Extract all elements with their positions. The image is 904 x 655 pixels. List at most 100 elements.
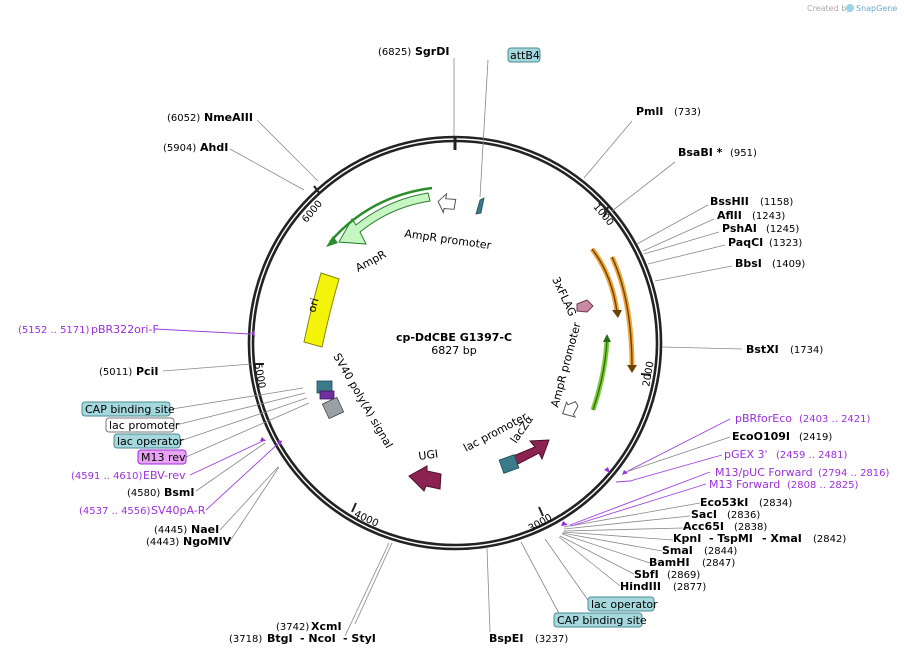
leader-ngomiv [229, 466, 280, 542]
enzyme-pos-xcmi: (3742) [276, 622, 309, 633]
leader-saci [563, 515, 691, 530]
primer-pos-sv40pa-r: (4537 .. 4556) [79, 506, 151, 517]
leader-nmeaiii [256, 119, 319, 182]
leader-hindiii [558, 536, 621, 587]
enzyme-pos-eco53ki: (2834) [759, 498, 792, 509]
primer-pos-m13puc-forward: (2794 .. 2816) [818, 468, 890, 479]
primer-pos-pgex3: (2459 .. 2481) [776, 450, 848, 461]
enzyme-name-bsmi: BsmI [164, 486, 195, 499]
tick-1000 [603, 206, 609, 218]
leader-lac-operator-left [179, 397, 308, 442]
enzyme-pos-xmai: (2842) [813, 534, 846, 545]
leader-aflii [642, 218, 715, 252]
enzyme-name-bsabi: BsaBI * [678, 146, 723, 159]
primer-name-sv40pa-r: SV40pA-R [151, 504, 206, 517]
tick-3000 [538, 506, 544, 517]
enzyme-name-pshai: PshAI [722, 222, 757, 235]
ori-feature-arrow [303, 272, 340, 348]
enzyme-pos-nmeaiii: (6052) [167, 113, 200, 124]
leader-m13-forward [570, 483, 707, 527]
leader-naei [219, 466, 279, 531]
sv40-polya-block-c [321, 396, 345, 420]
orange-feature-arrow-1-strand [591, 248, 618, 313]
attb4-box [507, 47, 541, 63]
lac-operator-block [498, 454, 520, 474]
leader-m13rev [185, 402, 310, 458]
leader-bstxi [661, 346, 743, 350]
lacz-alpha-feature-arrow [510, 439, 550, 466]
orange-feature-arrow-2-strand [611, 256, 633, 369]
primer-mark-m13 [561, 521, 568, 526]
leader-lac-operator-right [544, 538, 591, 604]
enzyme-pos-naei: (4445) [154, 525, 187, 536]
leader-cap-binding-left [171, 387, 304, 410]
m13-rev-label: M13 rev [141, 451, 186, 464]
leader-paqci [647, 244, 726, 265]
enzyme-name-eco0109i: EcoO109I [732, 430, 790, 443]
tick-label-5000: 5000 [252, 362, 267, 389]
enzyme-name-xcmi: XcmI [311, 620, 342, 633]
plasmid-size: 6827 bp [431, 344, 476, 357]
leader-pbrforeco [627, 418, 731, 472]
leader-smai [561, 532, 663, 552]
enzyme-pos-bspei: (3237) [535, 634, 568, 645]
leader-bsabi [611, 161, 676, 212]
leader-bspei [486, 547, 491, 633]
primer-name-pgex3: pGEX 3' [724, 448, 768, 461]
primer-pos-pbrforeco: (2403 .. 2421) [799, 414, 871, 425]
primer-mark-ebv-rev [260, 437, 266, 441]
primer-mark-pgex3 [622, 470, 628, 475]
tick-6000 [313, 185, 321, 195]
primer-labels: (5152 .. 5171) pBR322ori-F pBRforEco (24… [18, 323, 890, 517]
enzyme-name-sbfi: SbfI [634, 568, 659, 581]
leader-ahdi [229, 148, 305, 191]
enzyme-name-xmai: - XmaI [762, 532, 802, 545]
lac-operator-box-left [113, 433, 181, 449]
primer-mark-sv40pa-r [278, 440, 282, 446]
enzyme-pos-pcii: (5011) [99, 367, 132, 378]
primer-leaders [154, 328, 731, 527]
leader-bsmi [195, 442, 266, 492]
ampr-label: AmpR [353, 248, 388, 275]
tick-label-4000: 4000 [352, 509, 380, 530]
leader-pbr322ori-f [154, 328, 251, 335]
leader-pcii [162, 363, 253, 372]
enzyme-pos-pshai: (1245) [766, 224, 799, 235]
snapgene-logo-icon [846, 4, 854, 12]
enzyme-name-paqci: PaqCI [728, 236, 763, 249]
attb4-marker [475, 197, 485, 215]
enzyme-name-eco53ki: Eco53kI [700, 496, 748, 509]
enzyme-labels: (6825) SgrDI PmlI (733) BsaBI * (951) Bs… [99, 45, 846, 645]
snapgene-watermark: Created by SnapGene [807, 4, 897, 13]
leader-btgi [344, 542, 390, 637]
ampr-promoter-label-top: AmpR promoter [404, 227, 493, 252]
enzyme-name-hindiii: HindIII [620, 580, 661, 593]
enzyme-pos-bsmi: (4580) [127, 488, 160, 499]
leader-sv40pa-r [205, 440, 282, 511]
leader-lac-promoter-left [175, 392, 306, 426]
leader-xcmi [354, 542, 393, 625]
watermark-prefix: Created by [807, 4, 851, 13]
green-feature-arrow-head [603, 334, 611, 342]
enzyme-pos-paqci: (1323) [769, 238, 802, 249]
ampr-feature-arrow [338, 192, 431, 245]
enzyme-pos-smai: (2844) [704, 546, 737, 557]
enzyme-pos-bsabi: (951) [730, 148, 757, 159]
primer-name-m13puc-forward: M13/pUC Forward [715, 466, 813, 479]
primer-pos-pbr322ori-f: (5152 .. 5171) [18, 325, 90, 336]
ori-label: ori [305, 297, 321, 314]
enzyme-name-saci: SacI [691, 508, 717, 521]
enzyme-name-sgrdi: SgrDI [415, 45, 449, 58]
ampr-strand-arrow [329, 186, 433, 243]
enzyme-pos-sgrdi: (6825) [378, 47, 411, 58]
enzyme-pos-ngomiv: (4443) [146, 537, 179, 548]
enzyme-name-bstxi: BstXI [746, 343, 779, 356]
cap-binding-site-label-right: CAP binding site [557, 614, 647, 627]
leader-acc65i [563, 527, 684, 532]
enzyme-pos-hindiii: (2877) [673, 582, 706, 593]
enzyme-name-bamhi: BamHI [649, 556, 690, 569]
ugi-feature-arrow [408, 465, 442, 492]
orange-feature-arrow-1-head [612, 310, 622, 318]
